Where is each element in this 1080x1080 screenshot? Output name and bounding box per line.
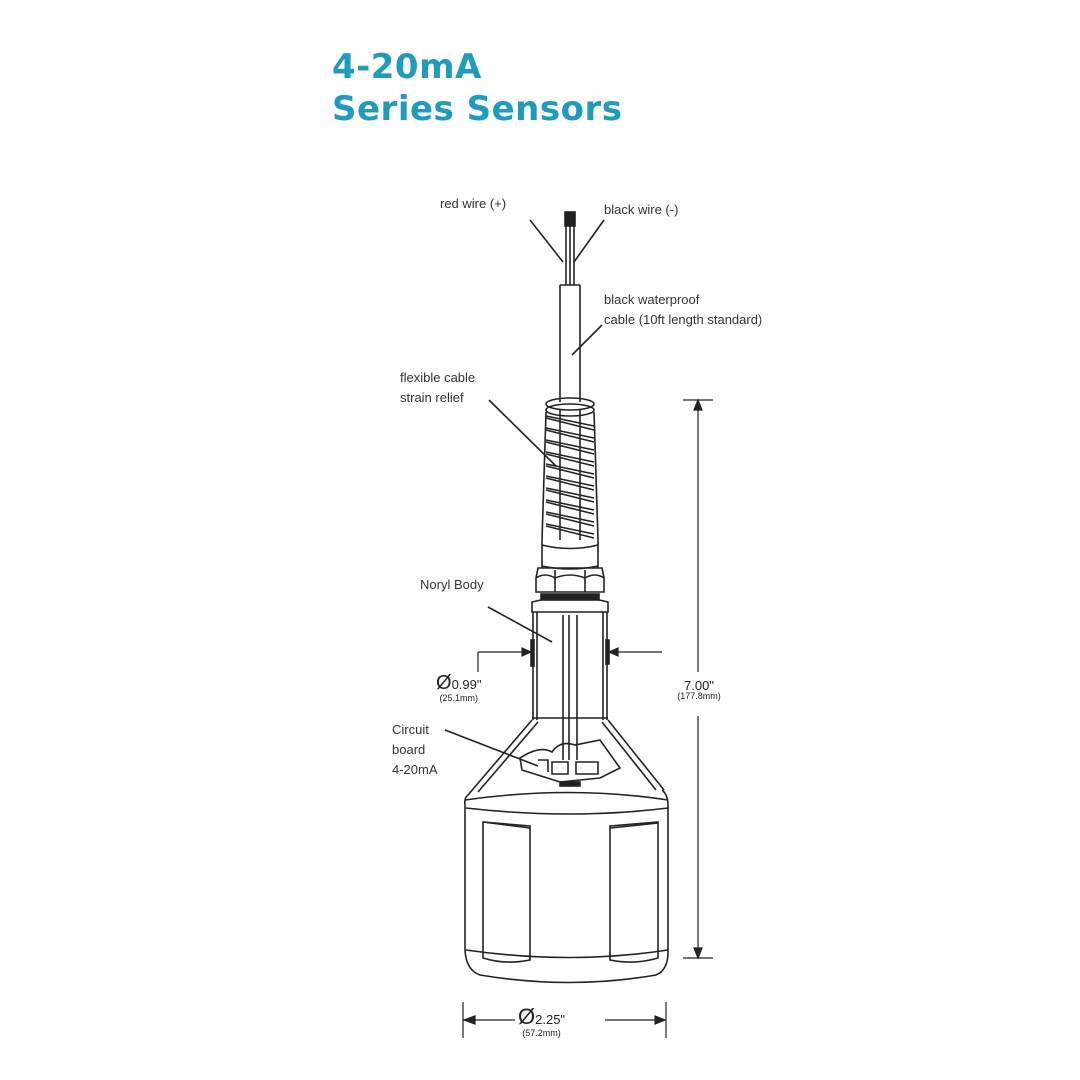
label-circuit-line-1: Circuit [392, 722, 429, 737]
diameter-symbol: Ø [436, 672, 452, 694]
label-strain-line-1: flexible cable [400, 370, 476, 385]
body-diameter-dimension [477, 647, 662, 672]
cone-housing [467, 719, 665, 796]
label-strain-relief: flexible cable strain relief [400, 368, 475, 408]
height-value: 7.00" [684, 678, 714, 693]
base-diameter-value: 2.25" [535, 1012, 566, 1027]
base-diameter-dimension [462, 1002, 667, 1038]
body-diameter-metric: (25.1mm) [439, 693, 478, 703]
height-label: 7.00" (177.8mm) [668, 678, 730, 701]
title-line-1: 4-20mA [332, 47, 482, 87]
label-circuit-line-2: board [392, 742, 426, 757]
height-metric: (177.8mm) [677, 691, 721, 701]
strain-relief-spring [541, 397, 599, 570]
label-circuit-board: Circuit board 4-20mA [392, 720, 438, 780]
wires [564, 211, 576, 285]
base-cylinder [464, 789, 669, 984]
label-cable-line-1: black waterproof [604, 292, 700, 307]
base-diameter-label: Ø2.25" (57.2mm) [518, 1004, 565, 1038]
base-diameter-metric: (57.2mm) [522, 1028, 561, 1038]
title-line-2: Series Sensors [332, 89, 623, 129]
label-cable: black waterproof cable (10ft length stan… [604, 290, 762, 330]
label-red-wire: red wire (+) [440, 196, 507, 211]
label-noryl-body: Noryl Body [420, 577, 484, 592]
hex-nut [535, 567, 605, 601]
label-circuit-line-3: 4-20mA [392, 762, 438, 777]
body-diameter-label: Ø0.99" (25.1mm) [436, 672, 481, 703]
label-black-wire: black wire (-) [604, 202, 679, 217]
diagram-title: 4-20mA Series Sensors [332, 46, 622, 130]
body-diameter-value: 0.99" [451, 677, 482, 692]
cable [559, 284, 581, 402]
height-dimension [683, 398, 713, 960]
diameter-symbol: Ø [518, 1004, 536, 1029]
label-strain-line-2: strain relief [400, 390, 464, 405]
label-cable-line-2: cable (10ft length standard) [604, 312, 763, 327]
noryl-body [530, 596, 610, 760]
